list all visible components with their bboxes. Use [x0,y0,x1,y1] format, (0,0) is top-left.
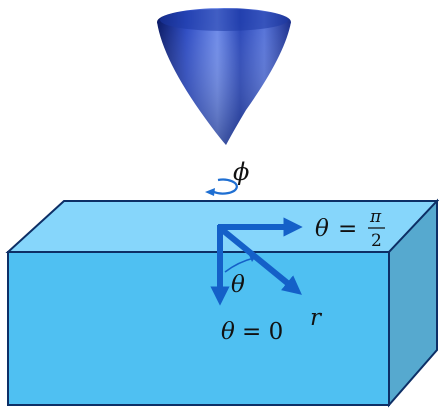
rotation-arrow-icon [205,178,238,196]
svg-text:θ: θ [221,319,235,345]
r-arrow [218,225,302,295]
theta-label: θ [231,272,245,298]
rotating-cone-icon [157,8,291,145]
coordinate-axes [210,217,303,306]
r-label: r [310,305,323,331]
svg-text:θ: θ [315,216,329,242]
theta-zero-label: θ = 0 [221,319,283,345]
svg-text:=: = [338,216,357,242]
svg-text:π: π [369,207,382,227]
svg-text:= 0: = 0 [242,319,283,345]
block-front-face [7,251,390,406]
theta-half-pi-label: θ = π 2 [315,207,385,251]
svg-text:2: 2 [371,231,382,251]
phi-label: ϕ [233,158,249,186]
